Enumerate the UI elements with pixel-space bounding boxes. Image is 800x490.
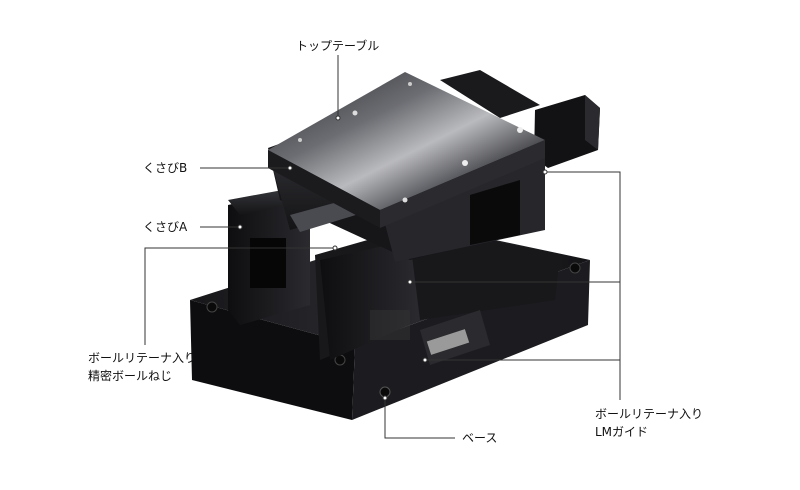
leader-lines	[144, 55, 621, 439]
leader-dot-lm-guide-3	[422, 357, 428, 363]
leader-dot-wedge-a	[237, 224, 243, 230]
leader-lm-guide	[545, 171, 621, 400]
motor-unit	[440, 70, 600, 168]
label-ball-screw-line2: 精密ボールねじ	[88, 369, 173, 383]
label-top-table: トップテーブル	[296, 39, 380, 53]
label-base: ベース	[462, 431, 498, 445]
label-wedge-b: くさびB	[143, 161, 188, 175]
leader-dot-base	[382, 395, 388, 401]
label-lm-guide-line2: LMガイド	[595, 425, 649, 439]
leader-dot-lm-guide-1	[542, 169, 548, 175]
leader-base	[384, 398, 455, 439]
label-wedge-a: くさびA	[143, 220, 188, 234]
leader-dot-ball-screw	[332, 245, 338, 251]
leader-dot-top-table	[335, 115, 341, 121]
leader-dot-wedge-b	[287, 165, 293, 171]
lower-block-right	[315, 225, 560, 365]
label-lm-guide-line1: ボールリテーナ入り	[595, 407, 704, 421]
top-table	[268, 72, 545, 228]
leader-dot-lm-guide-2	[407, 279, 413, 285]
label-ball-screw-line1: ボールリテーナ入り	[88, 351, 197, 365]
leader-ball-screw	[144, 247, 335, 345]
